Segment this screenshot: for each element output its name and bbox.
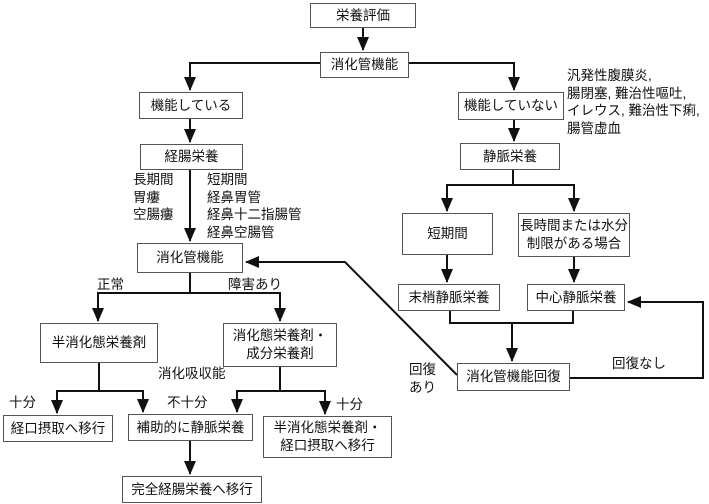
edge-gi-mid-to-semi — [92, 273, 191, 322]
edge-parenteral-to-short — [441, 184, 513, 212]
label-impaired: 障害あり — [228, 277, 282, 292]
edge-semi-to-aux — [99, 390, 149, 413]
node-to-full-enteral: 完全経腸栄養へ移行 — [122, 476, 262, 503]
node-central-parenteral: 中心静脈栄養 — [527, 284, 625, 311]
node-not-functioning: 機能していない — [458, 92, 564, 120]
edge-parenteral-to-long — [513, 184, 580, 212]
node-gi-function-top: 消化管機能 — [320, 52, 409, 78]
edge-semi-to-oral — [51, 363, 100, 414]
edge-digested-to-semi-oral — [280, 390, 331, 415]
edge-recovery-no-loop — [570, 296, 704, 379]
node-peripheral-parenteral: 末梢静脈栄養 — [398, 284, 500, 311]
node-digested-formula: 消化態栄養剤・ 成分栄養剤 — [223, 323, 337, 367]
node-semi-digested-formula: 半消化態栄養剤 — [40, 323, 158, 363]
label-insufficient: 不十分 — [167, 395, 208, 410]
node-semi-digested-to-oral: 半消化態栄養剤・ 経口摂取へ移行 — [263, 416, 392, 458]
node-short-term: 短期間 — [402, 213, 493, 255]
label-sufficient-left: 十分 — [9, 395, 36, 410]
label-normal: 正常 — [97, 277, 124, 292]
node-enteral-nutrition: 経腸栄養 — [140, 144, 243, 170]
node-auxiliary-parenteral: 補助的に静脈栄養 — [128, 414, 253, 441]
node-to-oral-intake: 経口摂取へ移行 — [3, 415, 113, 442]
node-parenteral-nutrition: 静脈栄養 — [460, 143, 560, 170]
node-gi-recovery: 消化管機能回復 — [457, 363, 570, 391]
label-sufficient-right: 十分 — [336, 397, 363, 412]
label-enteral-long-term: 長期間 胃瘻 空腸瘻 — [133, 172, 174, 223]
edge-pn-merge — [449, 311, 574, 324]
node-functioning: 機能している — [139, 92, 243, 119]
label-pn-indications: 汎発性腹膜炎, 腸閉塞, 難治性嘔吐, イレウス, 難治性下痢, 腸管虚血 — [567, 68, 700, 136]
label-absorption-capacity: 消化吸収能 — [158, 366, 226, 381]
edge-gi-to-functioning — [184, 62, 320, 91]
node-nutritional-assessment: 栄養評価 — [310, 3, 416, 28]
node-gi-function-mid: 消化管機能 — [137, 243, 243, 273]
edge-digested-to-aux — [231, 367, 281, 413]
edge-gi-mid-to-digested — [190, 292, 286, 322]
edge-gi-to-not-functioning — [409, 62, 520, 91]
label-enteral-short-term: 短期間 経鼻胃管 経鼻十二指腸管 経鼻空腸管 — [207, 172, 302, 240]
node-long-term-fluid-limit: 長時間または水分 制限がある場合 — [518, 213, 630, 257]
label-recovery-no: 回復なし — [612, 356, 666, 371]
label-recovery-yes: 回復 あり — [409, 362, 436, 395]
edge-recovery-yes-to-gi-mid — [245, 256, 458, 376]
